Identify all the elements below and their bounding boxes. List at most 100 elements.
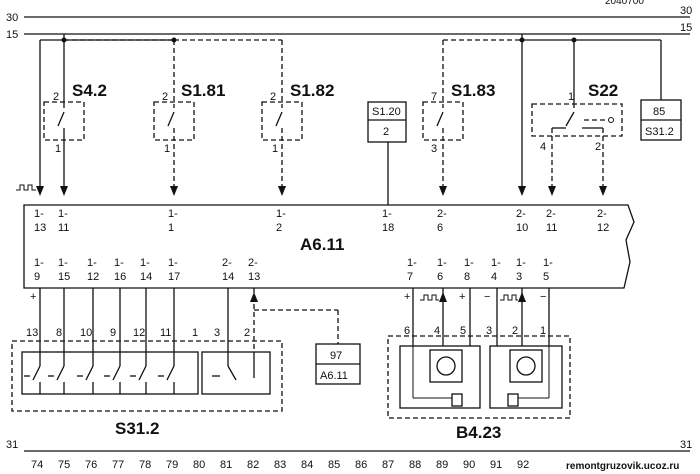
a611-bottom-pin-label: 1- [87,257,97,269]
grid-number: 74 [31,459,43,471]
a611-bottom-pin-label: 3 [516,271,522,283]
a611-bottom-pin-label: 1- [34,257,44,269]
a611-bottom-pin-label: 16 [114,271,126,283]
s42-pin-bottom: 1 [55,143,61,155]
a611-bottom-pin-label: 5 [543,271,549,283]
arrow-2-13 [250,292,258,302]
polarity-minus: − [540,291,546,303]
a611-top-pin-label: 1- [168,208,178,220]
polarity-minus: − [484,291,490,303]
ref97-label: A6.11 [320,370,348,382]
s312-pin-label: 3 [214,327,220,339]
grid-number: 89 [436,459,448,471]
rail-31-label: 31 [6,439,18,451]
switch-s42: 2 1 S4.2 [43,40,107,190]
switch-s182: 2 1 S1.82 [261,40,334,190]
grid-number: 90 [463,459,475,471]
a611-bottom-pin-label: 1- [437,257,447,269]
s22-pin-top: 1 [568,91,574,103]
rail-15-label: 15 [6,29,18,41]
s312-switch-contact [138,365,147,381]
s181-contact [167,111,175,127]
a611-top-pin-label: 2- [597,208,607,220]
rail-30-label: 30 [6,12,18,24]
b423-pin-label: 1 [540,325,546,337]
grid-number: 76 [85,459,97,471]
ref97-num: 97 [330,350,342,362]
ref85-label: S31.2 [645,126,674,138]
a611-top-pin-label: 11 [546,222,557,234]
grid-number: 88 [409,459,421,471]
a611-bottom-pin-label: 1- [114,257,124,269]
grid-number: 82 [247,459,259,471]
reference-s120: S1.20 2 [367,101,407,205]
grid-number: 86 [355,459,367,471]
polarity-plus: + [404,291,410,303]
switch-s22: 1 4 2 S22 [531,40,623,190]
s182-pin-top: 2 [270,91,276,103]
s312-switch-contact [56,365,65,381]
header-code: 2040700 [605,0,644,7]
s22-box [531,103,623,137]
s183-contact [436,111,444,127]
b423-label: B4.23 [456,423,501,442]
grid-number: 83 [274,459,286,471]
s312-pin-label: 12 [133,327,145,339]
grid-number: 85 [328,459,340,471]
s312-switch-contact [227,365,237,381]
switch-s181: 2 1 S1.81 [153,40,225,190]
a611-top-pin-label: 1- [382,208,392,220]
s312-pin-label: 8 [56,327,62,339]
s22-contact [565,111,575,127]
b423-transistor-1-icon [436,356,456,376]
grid-number: 77 [112,459,124,471]
a611-top-pin-label: 13 [34,222,46,234]
a611-box [23,204,635,289]
arrow-1-11 [60,186,68,196]
wires-to-s312 [39,288,339,352]
grid-number: 91 [490,459,502,471]
a611-bottom-pin-labels: 1-91-151-121-161-141-172-142-131-71-61-8… [34,257,553,283]
s182-contact [275,111,283,127]
b423-outer-box [387,335,571,419]
a611-bottom-pin-label: 14 [140,271,152,283]
s312-outer-box [11,340,283,412]
b423-pin-label: 3 [486,325,492,337]
s181-pin-bottom: 1 [164,143,170,155]
s312-pin-label: 13 [26,327,38,339]
grid-number: 92 [517,459,529,471]
wires-to-b423 [412,288,550,346]
a611-top-pin-label: 18 [382,222,394,234]
arrow-2-6 [439,186,447,196]
pulse-icon [16,184,36,191]
pulse-icon [500,294,518,301]
a611-bottom-pin-label: 2- [222,257,232,269]
s181-pin-top: 2 [162,91,168,103]
s182-label: S1.82 [290,81,334,100]
s183-pin-bottom: 3 [431,143,437,155]
pulse-icon [420,294,439,301]
a611-bottom-pin-label: 1- [168,257,178,269]
s312-switch-symbols [24,352,255,394]
b423-pin-label: 6 [404,325,410,337]
ref85-num: 85 [653,106,665,118]
watermark: remontgruzovik.ucoz.ru [566,461,679,472]
a611-top-pin-label: 2- [516,208,526,220]
a611-top-pin-labels: 1-131-111-11-21-182-62-102-112-12 [34,208,609,234]
grid-number: 80 [193,459,205,471]
a611-bottom-pin-label: 2- [248,257,258,269]
arrow-1-6 [439,292,447,302]
s22-pin-right: 2 [595,141,601,153]
a611-top-pin-label: 1 [168,222,174,234]
a611-bottom-pin-label: 4 [491,271,497,283]
b423-hall-1-icon [451,393,463,407]
a611-top-pin-label: 10 [516,222,528,234]
s22-pin-left: 4 [540,141,546,153]
b423-pin-label: 2 [512,325,518,337]
b423-transistor-2-icon [516,356,536,376]
s120-label: S1.20 [372,106,401,118]
